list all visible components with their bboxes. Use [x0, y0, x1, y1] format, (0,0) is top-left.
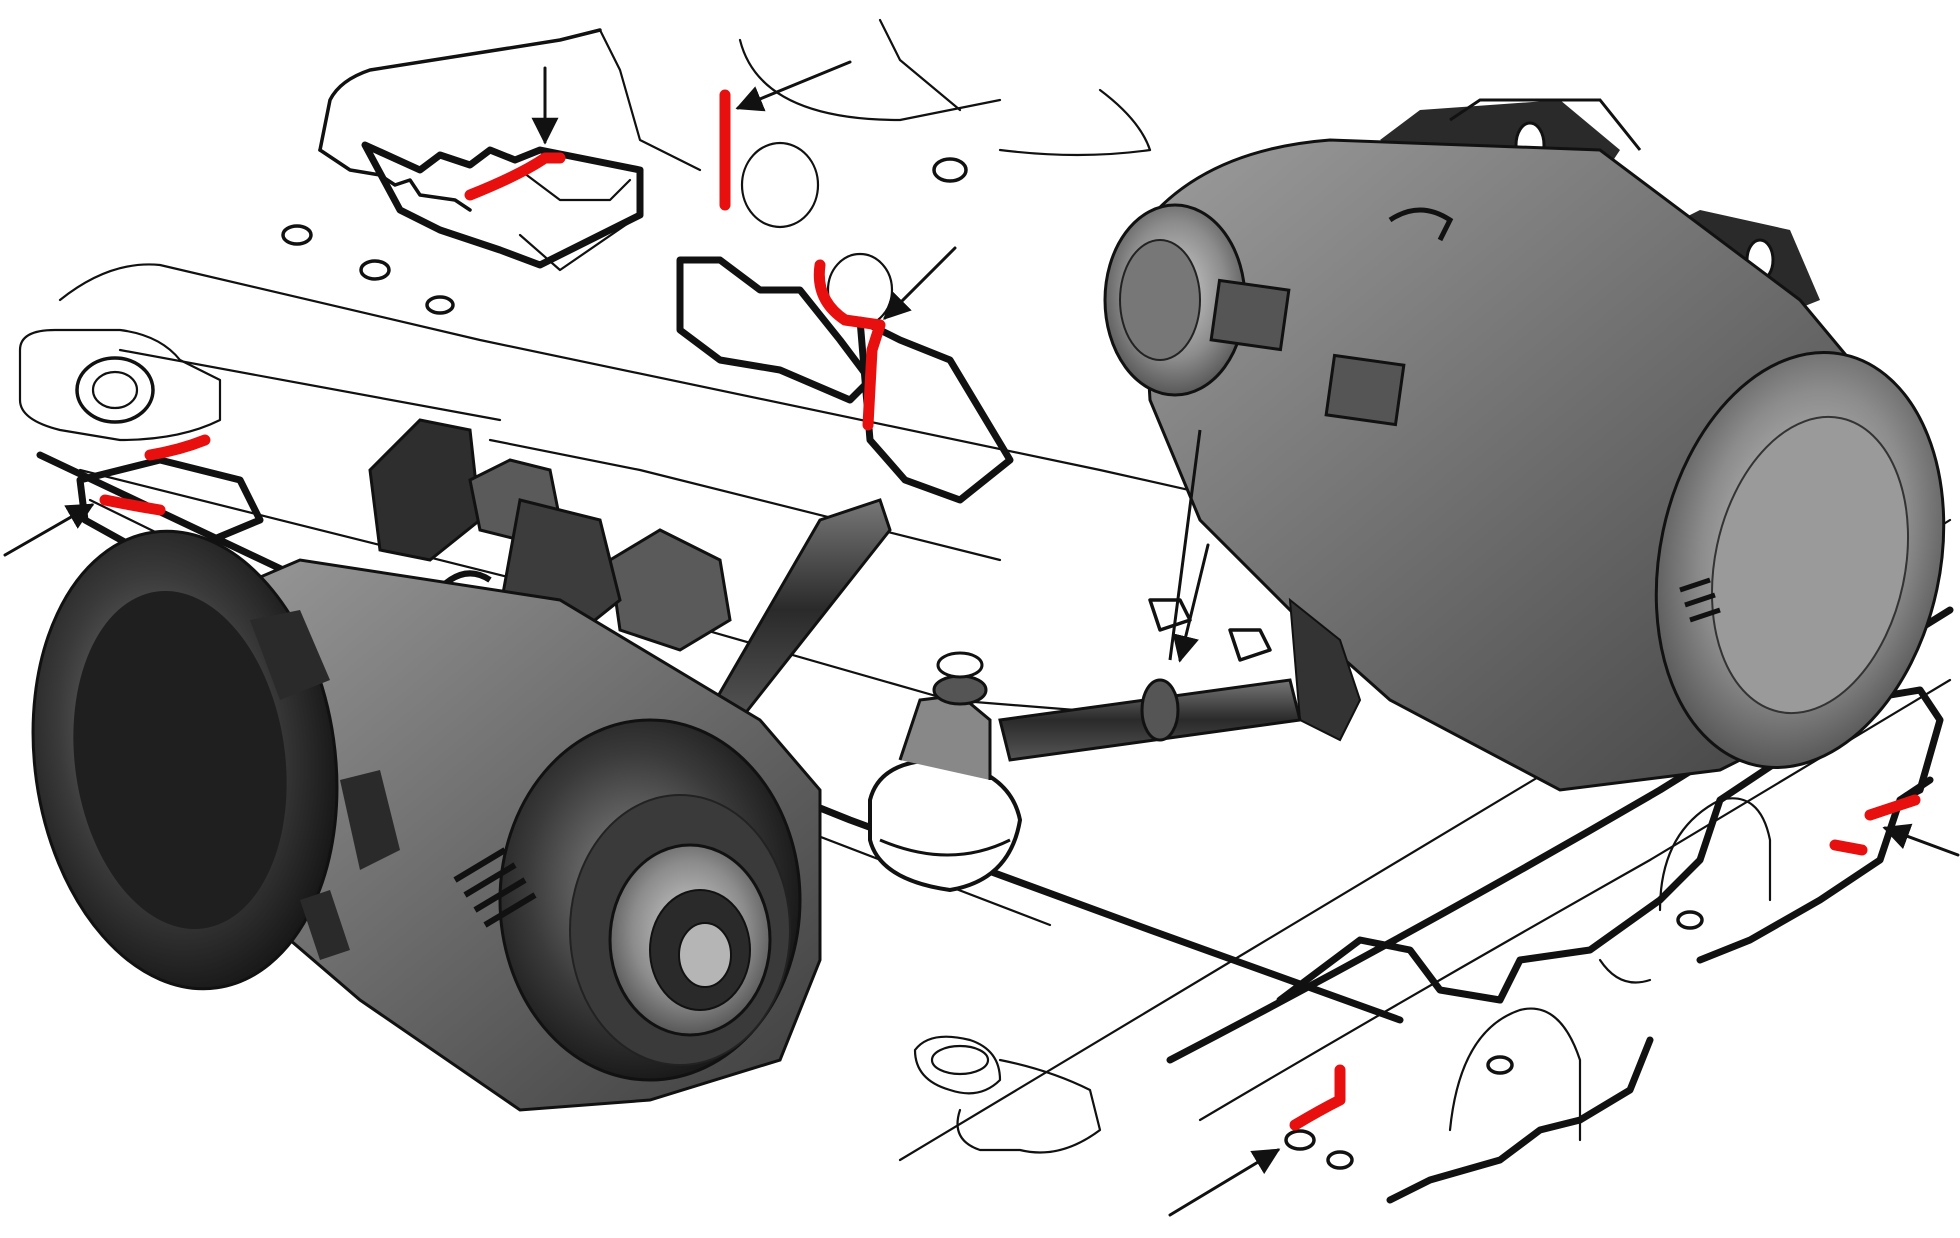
tie-rod: [707, 498, 1302, 893]
pointer-arrow-6: [1168, 1148, 1281, 1217]
highlight-mark-5: [99, 494, 166, 516]
highlight-mark-1: [464, 152, 566, 201]
pointer-arrow-3: [883, 246, 957, 320]
traction-motor-rear: [1103, 98, 1946, 792]
pointer-arrow-4: [3, 503, 95, 557]
highlight-mark-8: [1289, 1064, 1346, 1131]
highlight-mark-3: [813, 259, 886, 431]
highlight-mark-7: [1829, 839, 1868, 856]
pointer-arrows: [3, 60, 1960, 1217]
pointer-arrow-7: [1172, 543, 1210, 663]
pointer-arrow-2: [735, 60, 852, 112]
highlight-marks: [99, 89, 1921, 1131]
pointer-arrow-5: [1882, 823, 1960, 857]
traction-motor-front: [31, 418, 822, 1112]
highlight-mark-4: [144, 434, 211, 461]
highlight-mark-6: [1864, 794, 1921, 821]
